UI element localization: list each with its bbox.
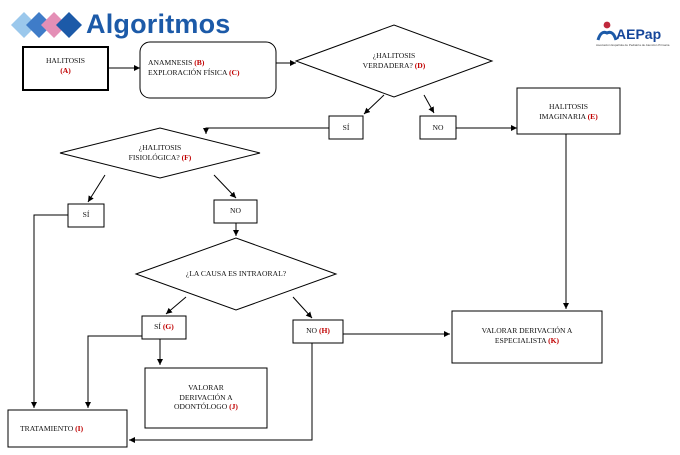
node-d-letter: (D)	[414, 60, 426, 70]
node-k-letter: (K)	[548, 335, 560, 345]
node-c-text: EXPLORACIÓN FÍSICA	[148, 67, 228, 77]
node-h-letter: (H)	[318, 326, 330, 335]
node-f-no-label: NO	[230, 206, 241, 215]
node-d-no-label: NO	[432, 123, 444, 132]
node-i-box	[7, 409, 128, 448]
node-g-box	[141, 315, 187, 340]
node-g-letter: (G)	[162, 322, 174, 331]
node-d-text-1: ¿HALITOSIS	[372, 51, 416, 60]
edge-d-yes	[363, 94, 385, 115]
node-h-label: NO (H)	[293, 326, 343, 336]
node-e-letter: (E)	[587, 111, 598, 121]
node-i-letter: (I)	[75, 424, 84, 433]
node-f-diamond	[59, 127, 261, 179]
node-d-diamond	[294, 24, 494, 98]
node-e-label: HALITOSIS IMAGINARIA (E)	[517, 102, 620, 121]
node-a-letter: (A)	[60, 65, 71, 75]
node-bc-box	[139, 41, 277, 99]
node-e-text-2: IMAGINARIA	[539, 111, 586, 121]
node-h-text: NO	[306, 326, 318, 335]
node-d-yes-label: SÍ	[342, 123, 350, 132]
node-q-diamond	[134, 237, 338, 311]
node-b-letter: (B)	[194, 58, 205, 67]
node-g-label: SÍ (G)	[142, 322, 186, 332]
node-j-text-1: VALORAR	[188, 383, 224, 392]
node-d-text-2: VERDADERA?	[362, 60, 413, 70]
edge-fyes-i	[31, 214, 68, 408]
node-f-text-2: FISIOLÓGICA?	[128, 152, 180, 162]
node-i-label: TRATAMIENTO (I)	[20, 424, 83, 434]
node-f-label: ¿HALITOSIS FISIOLÓGICA? (F)	[100, 143, 220, 162]
node-q-label: ¿LA CAUSA ES INTRAORAL?	[185, 269, 287, 278]
edge-f-no	[213, 174, 237, 199]
node-j-text-2: DERIVACIÓN A	[179, 392, 233, 402]
algoritmos-logo-icon	[11, 12, 82, 38]
edge-q-g	[165, 296, 187, 315]
node-h-box	[292, 319, 344, 344]
node-k-label: VALORAR DERIVACIÓN A ESPECIALISTA (K)	[452, 326, 602, 345]
aepap-logo-tagline: Asociación Española de Pediatría de Aten…	[596, 43, 670, 47]
node-k-text-2: ESPECIALISTA	[494, 335, 547, 345]
node-k-text-1: VALORAR DERIVACIÓN A	[481, 326, 573, 335]
edge-f-yes	[87, 174, 106, 203]
node-a-text: HALITOSIS	[45, 56, 86, 65]
node-b-text: ANAMNESIS	[148, 58, 193, 67]
edge-h-i	[129, 343, 313, 443]
node-j-label: VALORAR DERIVACIÓN A ODONTÓLOGO (J)	[145, 383, 267, 412]
node-e-text-1: HALITOSIS	[548, 102, 589, 111]
node-f-text-1: ¿HALITOSIS	[138, 143, 182, 152]
edge-yes-f	[203, 127, 329, 134]
node-f-letter: (F)	[181, 152, 192, 162]
edge-g-i	[85, 335, 142, 408]
edge-q-h	[292, 296, 313, 319]
node-d-label: ¿HALITOSIS VERDADERA? (D)	[334, 51, 454, 70]
aepap-logo-icon	[596, 21, 618, 41]
node-f-yes-label: SÍ	[82, 210, 90, 219]
header: Algoritmos AEPap Asociación Española de …	[0, 0, 680, 50]
node-c-letter: (C)	[229, 67, 240, 77]
edge-d-no	[423, 94, 435, 114]
node-e-box	[516, 87, 621, 135]
node-k-box	[451, 310, 603, 364]
node-g-text: SÍ	[154, 322, 161, 331]
node-bc-label: ANAMNESIS (B) EXPLORACIÓN FÍSICA (C)	[148, 58, 240, 77]
aepap-logo-text: AEPap	[616, 26, 662, 42]
node-a-label: HALITOSIS (A)	[23, 56, 108, 75]
node-j-box	[144, 367, 268, 429]
node-i-text: TRATAMIENTO	[20, 424, 74, 433]
node-j-letter: (J)	[229, 402, 238, 411]
node-j-text-3: ODONTÓLOGO	[174, 402, 228, 411]
page-title: Algoritmos	[86, 9, 231, 39]
